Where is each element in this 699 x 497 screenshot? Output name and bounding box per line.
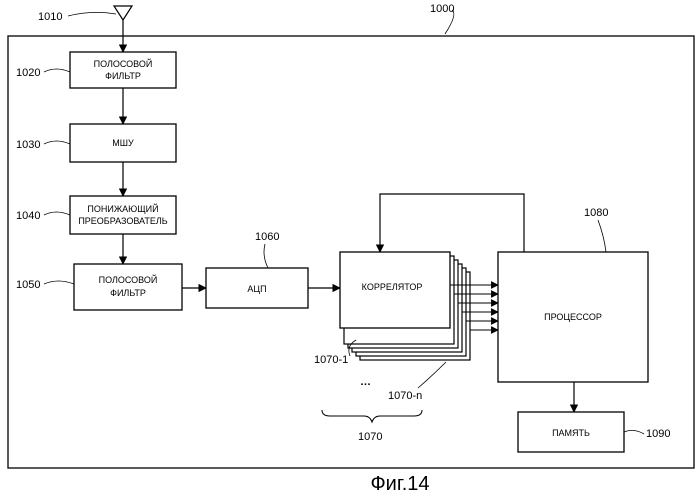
memory-label: ПАМЯТЬ	[552, 428, 590, 438]
lna-label: МШУ	[112, 138, 134, 148]
correlator-last-ref-label: 1070-n	[388, 390, 422, 402]
bpf2-label-line2: ФИЛЬТР	[110, 288, 146, 298]
feedback-processor-correlator	[380, 194, 524, 252]
bpf1-label-line1: ПОЛОСОВОЙ	[94, 58, 153, 69]
bpf1-block	[70, 52, 176, 88]
figure-caption: Фиг.14	[370, 473, 429, 495]
correlator-group-brace	[322, 410, 422, 422]
downconverter-block	[70, 196, 176, 234]
correlator-group-ref-label: 1070	[358, 431, 382, 443]
correlator-label: КОРРЕЛЯТОР	[362, 282, 423, 292]
lna-ref-label: 1030	[16, 139, 40, 151]
downconverter-label-line1: ПОНИЖАЮЩИЙ	[87, 203, 158, 214]
correlator-last-ref-leader	[418, 362, 446, 388]
adc-label: АЦП	[247, 284, 266, 294]
bpf1-label-line2: ФИЛЬТР	[105, 71, 141, 81]
lna-ref-leader	[44, 141, 70, 144]
adc-ref-label: 1060	[255, 231, 279, 243]
antenna-ref-leader	[68, 12, 116, 16]
bpf2-label-line1: ПОЛОСОВОЙ	[99, 274, 158, 285]
antenna-icon	[114, 6, 132, 36]
bpf2-ref-label: 1050	[16, 279, 40, 291]
correlator-ellipsis: …	[360, 376, 371, 388]
correlator-first-ref-label: 1070-1	[314, 354, 348, 366]
bpf1-ref-label: 1020	[16, 67, 40, 79]
bpf1-ref-leader	[44, 69, 70, 72]
bpf2-block	[74, 264, 182, 310]
downconverter-label-line2: ПРЕОБРАЗОВАТЕЛЬ	[78, 216, 167, 226]
downconverter-ref-leader	[44, 212, 70, 215]
memory-ref-label: 1090	[646, 428, 670, 440]
antenna-ref-label: 1010	[38, 11, 62, 23]
adc-ref-leader	[264, 244, 268, 268]
processor-ref-leader	[598, 220, 606, 252]
device-ref-label: 1000	[430, 3, 454, 15]
downconverter-ref-label: 1040	[16, 210, 40, 222]
processor-label: ПРОЦЕССОР	[544, 312, 602, 322]
processor-ref-label: 1080	[584, 207, 608, 219]
memory-ref-leader	[624, 430, 644, 434]
bpf2-ref-leader	[44, 281, 74, 284]
